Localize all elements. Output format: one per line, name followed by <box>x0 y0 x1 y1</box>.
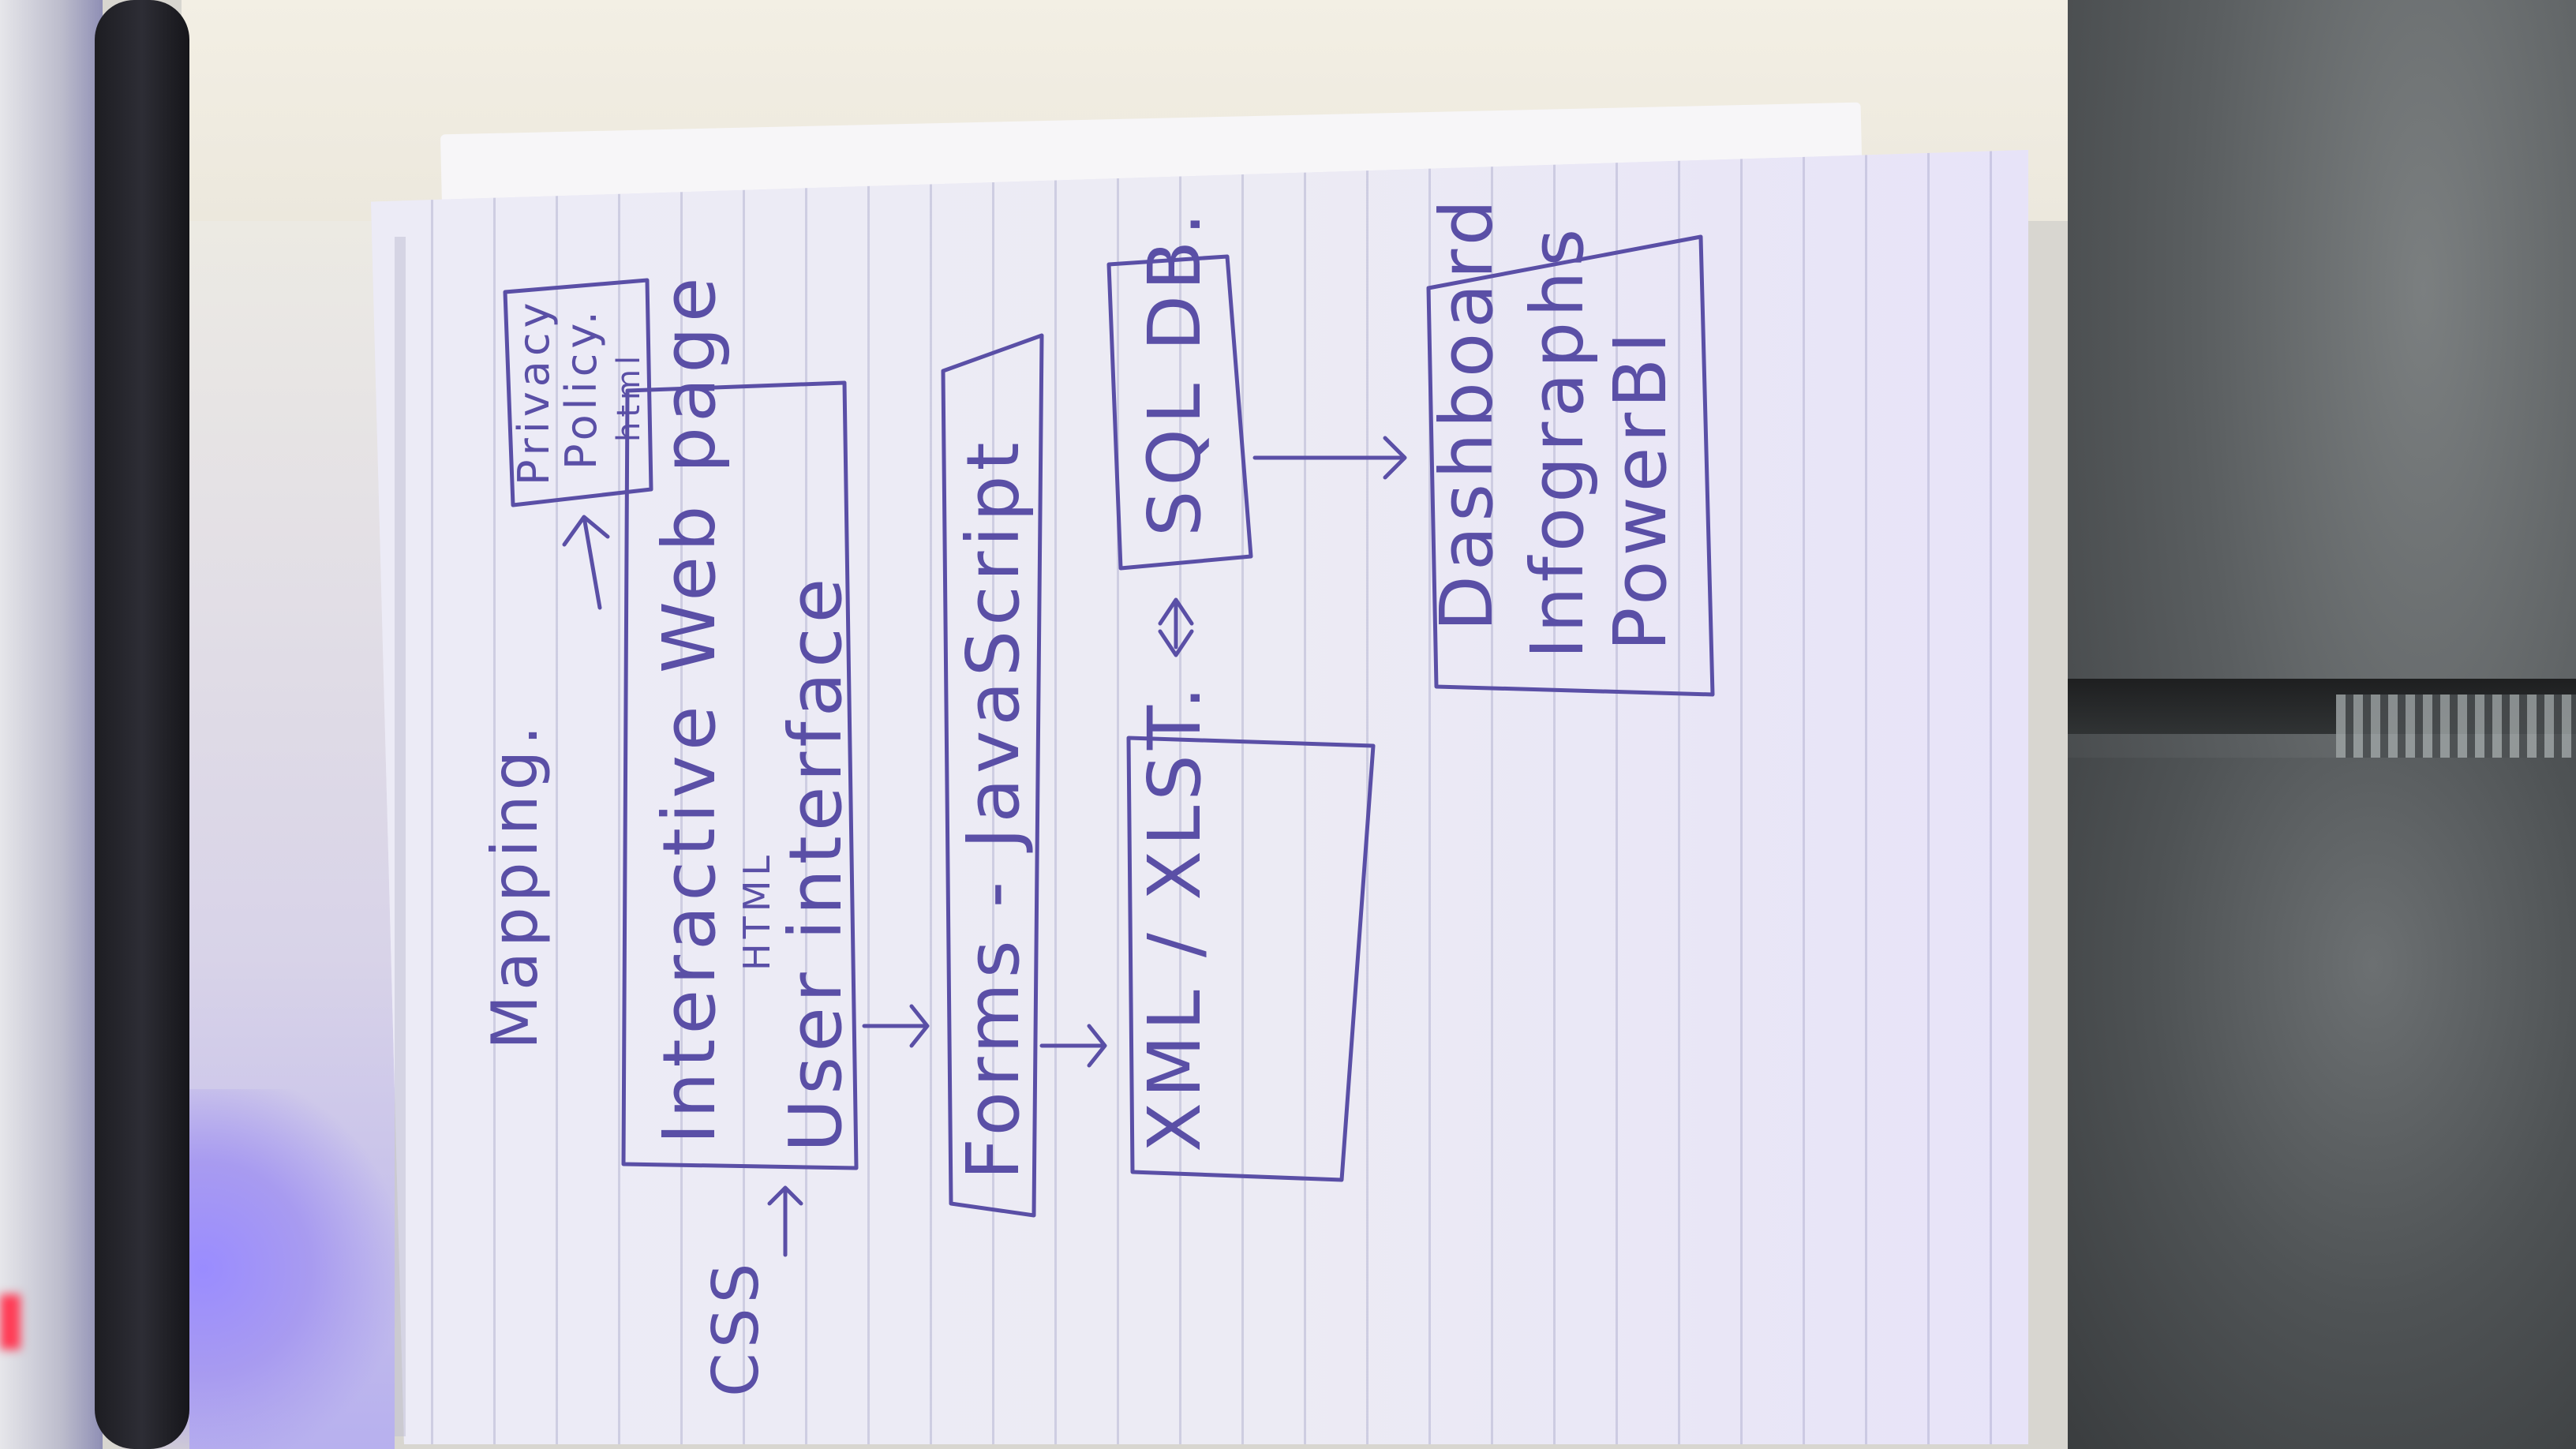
privacy-line-1: Privacy <box>509 298 559 485</box>
dashboard-line-2: Infographs <box>1515 224 1600 659</box>
dark-fabric-lower <box>2068 758 2576 1449</box>
web-page-box <box>621 380 859 1170</box>
black-cable <box>95 0 189 1449</box>
dashboard-box <box>1426 234 1715 697</box>
arrow-css-to-web-page <box>767 1185 803 1257</box>
arrow-web-to-forms <box>862 1004 930 1048</box>
paper-margin-line <box>395 237 406 1436</box>
css-label: CSS <box>699 1259 773 1397</box>
dashboard-line-1: Dashboard <box>1425 195 1509 631</box>
bidirectional-arrow <box>1158 597 1194 657</box>
arrow-to-privacy <box>562 515 610 610</box>
red-led-light <box>0 1294 21 1350</box>
web-page-line-2: HTML <box>736 851 778 971</box>
privacy-policy-box <box>503 278 653 507</box>
web-page-line-3: User interface <box>773 574 858 1152</box>
heading-mapping: Mapping. <box>478 721 552 1050</box>
sql-db-label: SQL DB. <box>1133 208 1217 537</box>
monitor-edge <box>0 0 103 1449</box>
web-page-line-1: Interactive Web page <box>647 273 732 1144</box>
arrow-sql-to-dashboard <box>1252 436 1407 480</box>
arrow-forms-to-xml <box>1039 1024 1107 1068</box>
xml-xlst-label: XML / XLST. <box>1133 682 1217 1152</box>
privacy-line-2: Policy. <box>556 306 606 470</box>
dark-fabric-background <box>2068 0 2576 1449</box>
xml-xlst-box <box>1126 736 1376 1182</box>
zipper-teeth <box>2336 695 2576 758</box>
dashboard-line-3: PowerBI <box>1598 328 1683 651</box>
forms-javascript-label: Forms - JavaScript <box>951 437 1035 1180</box>
forms-javascript-box <box>941 333 1044 1218</box>
sql-db-box <box>1106 254 1253 571</box>
